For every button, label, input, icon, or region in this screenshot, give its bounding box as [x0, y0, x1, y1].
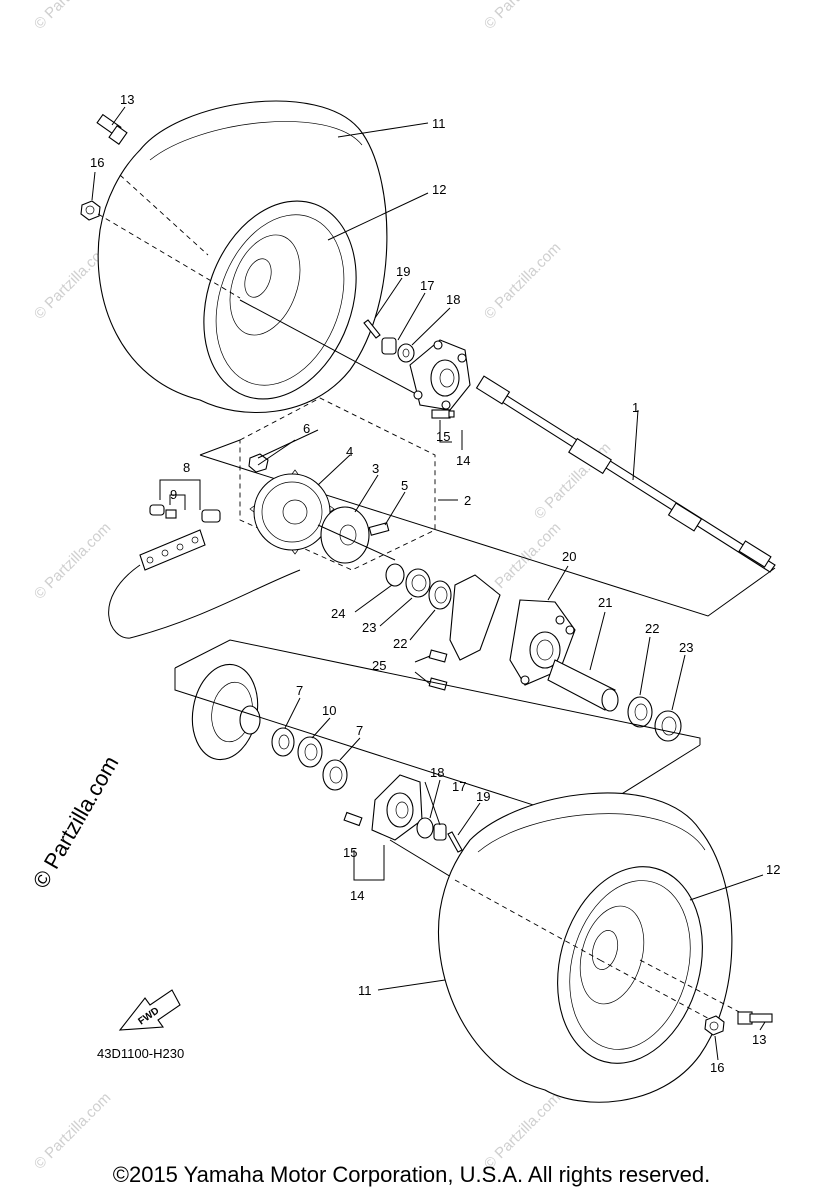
housing-bolts-25	[428, 649, 448, 691]
watermark: © Partzilla.com	[481, 1089, 564, 1172]
diagram-code: 43D1100-H230	[97, 1046, 184, 1061]
label-23: 23	[679, 640, 693, 655]
oil-seal-7-a	[271, 727, 295, 757]
label-15: 15	[436, 429, 450, 444]
label-15: 15	[343, 845, 357, 860]
tire-upper	[97, 100, 388, 413]
chain-joint	[149, 504, 221, 523]
valve-stem-upper	[96, 113, 128, 145]
label-13: 13	[120, 92, 134, 107]
copyright-notice: ©2015 Yamaha Motor Corporation, U.S.A. A…	[112, 1162, 711, 1187]
rear-axle	[475, 375, 776, 573]
valve-stem-lower	[737, 1011, 773, 1025]
sprocket	[249, 469, 335, 555]
cotter-pin-19-lower	[447, 831, 463, 853]
label-22: 22	[393, 636, 407, 651]
forward-arrow-icon: FWD	[118, 989, 181, 1031]
label-18: 18	[446, 292, 460, 307]
label-11: 11	[358, 983, 372, 998]
watermark: © Partzilla.com	[31, 0, 114, 33]
brake-disc	[191, 663, 261, 761]
washer-18-lower	[416, 817, 434, 839]
nut-17-lower	[433, 823, 447, 841]
part-labels: 13 11 16 12 19 17 18 1 15 6 4 14 8 3 5 9…	[90, 92, 780, 1075]
hub-bolt-upper	[431, 409, 455, 419]
label-17: 17	[420, 278, 434, 293]
label-4: 4	[346, 444, 353, 459]
label-23: 23	[362, 620, 376, 635]
spacer-24	[385, 563, 405, 587]
sprocket-nut-6	[248, 453, 269, 473]
bearing-22-lower	[627, 696, 653, 728]
label-17: 17	[452, 779, 466, 794]
oil-seal-23-upper	[405, 568, 431, 598]
hub-upper	[409, 339, 471, 411]
watermark: © Partzilla.com	[481, 0, 564, 33]
label-11: 11	[432, 116, 446, 131]
nut-17-upper	[381, 337, 397, 355]
label-24: 24	[331, 606, 345, 621]
label-8: 8	[183, 460, 190, 475]
oil-seal-7-b	[322, 759, 348, 791]
label-13: 13	[752, 1032, 766, 1047]
watermark: © Partzilla.com	[481, 239, 564, 322]
wheel-nut-upper	[80, 200, 101, 221]
leader-lines	[91, 106, 766, 1061]
label-25: 25	[372, 658, 386, 673]
sprocket-bolt-5	[368, 522, 390, 536]
label-6: 6	[303, 421, 310, 436]
lock-washer-10	[297, 736, 323, 768]
hub-lower	[371, 774, 423, 841]
label-18: 18	[430, 765, 444, 780]
bearing-22-upper	[428, 580, 452, 610]
oil-seal-23-lower	[654, 710, 682, 742]
label-7: 7	[356, 723, 363, 738]
label-19: 19	[396, 264, 410, 279]
label-5: 5	[401, 478, 408, 493]
label-22: 22	[645, 621, 659, 636]
label-19: 19	[476, 789, 490, 804]
label-16: 16	[710, 1060, 724, 1075]
label-9: 9	[170, 487, 177, 502]
label-14: 14	[456, 453, 470, 468]
label-12: 12	[432, 182, 446, 197]
label-2: 2	[464, 493, 471, 508]
washer-18-upper	[397, 343, 415, 363]
label-1: 1	[632, 400, 639, 415]
tire-lower	[438, 792, 733, 1103]
label-14: 14	[350, 888, 364, 903]
axle-spacer-21	[547, 659, 619, 712]
label-20: 20	[562, 549, 576, 564]
label-16: 16	[90, 155, 104, 170]
hub-bolt-lower	[343, 811, 363, 827]
label-3: 3	[372, 461, 379, 476]
label-7: 7	[296, 683, 303, 698]
watermark: © Partzilla.com	[31, 519, 114, 602]
watermark-large: © Partzilla.com	[28, 752, 124, 893]
label-10: 10	[322, 703, 336, 718]
drive-chain	[108, 529, 301, 639]
sprocket-flange-3	[320, 506, 370, 564]
cotter-pin-19-upper	[363, 319, 381, 339]
wheel-nut-lower	[704, 1015, 725, 1036]
label-12: 12	[766, 862, 780, 877]
label-21: 21	[598, 595, 612, 610]
watermark: © Partzilla.com	[31, 1089, 114, 1172]
